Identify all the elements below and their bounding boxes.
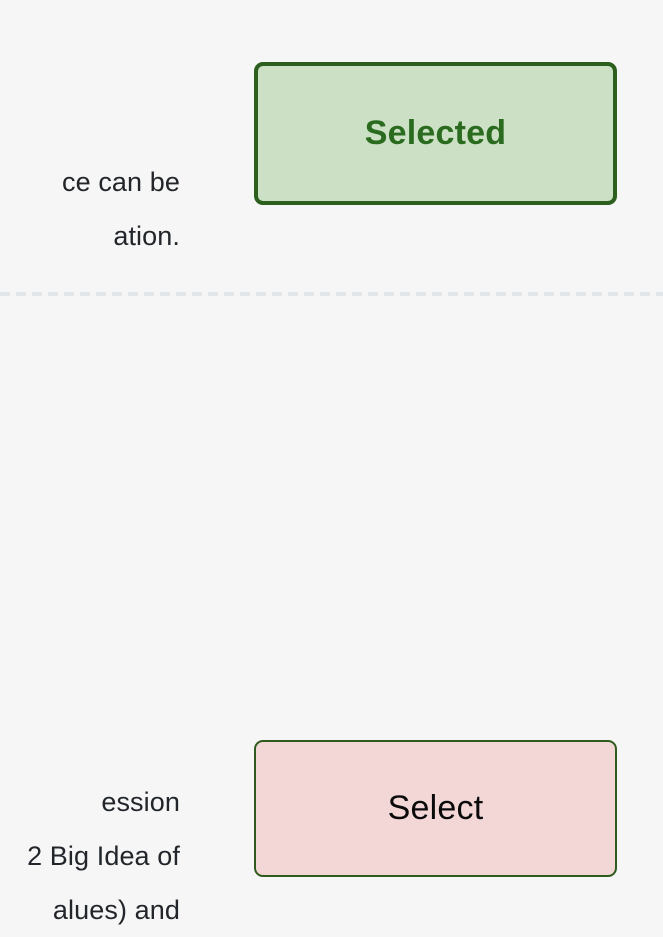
option-row-select: ession 2 Big Idea of alues) and Select [0,296,663,925]
description-line: ce can be [62,167,180,197]
option-description-select: ession 2 Big Idea of alues) and [0,775,180,937]
option-row-selected: ce can be ation. Selected [0,0,663,292]
description-line: ession [101,787,180,817]
option-description-selected: ce can be ation. [0,155,180,263]
dashed-separator [0,292,663,296]
description-line: 2 Big Idea of [27,841,180,871]
selected-button[interactable]: Selected [254,62,617,205]
description-line: alues) and [52,895,180,925]
select-button[interactable]: Select [254,740,617,877]
description-line: ation. [113,221,180,251]
